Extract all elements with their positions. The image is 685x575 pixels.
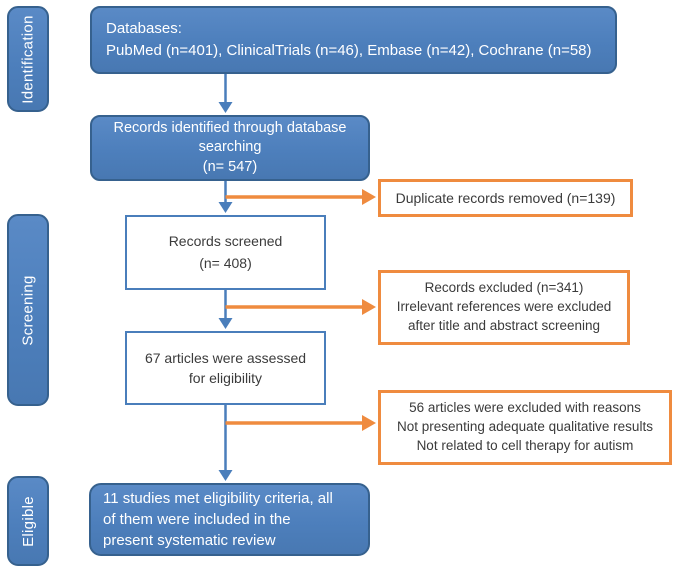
stage-identification: Identification xyxy=(7,6,49,112)
arrow-databases-to-identified xyxy=(218,74,233,113)
arrow-to-excluded-with-reasons xyxy=(225,415,376,431)
records-screened-text: Records screened (n= 408) xyxy=(168,232,283,271)
duplicates-removed-text: Duplicate records removed (n=139) xyxy=(395,189,616,206)
stage-screening-label: Screening xyxy=(19,274,37,346)
assessed-eligibility-box: 67 articles were assessed for eligibilit… xyxy=(125,331,326,405)
stage-screening: Screening xyxy=(7,214,49,406)
records-excluded-box: Records excluded (n=341) Irrelevant refe… xyxy=(378,270,630,345)
met-eligibility-box: 11 studies met eligibility criteria, all… xyxy=(89,483,370,556)
records-excluded-text: Records excluded (n=341) Irrelevant refe… xyxy=(396,280,612,333)
duplicates-removed-box: Duplicate records removed (n=139) xyxy=(378,179,633,217)
stage-eligible-label: Eligible xyxy=(19,495,37,547)
databases-text: Databases: PubMed (n=401), ClinicalTrial… xyxy=(106,20,592,59)
arrow-to-records-excluded xyxy=(225,299,376,315)
excluded-with-reasons-box: 56 articles were excluded with reasons N… xyxy=(378,390,672,465)
stage-identification-label: Identification xyxy=(19,14,37,104)
assessed-eligibility-text: 67 articles were assessed for eligibilit… xyxy=(144,349,307,386)
arrow-assessed-to-included xyxy=(218,405,233,481)
databases-box: Databases: PubMed (n=401), ClinicalTrial… xyxy=(90,6,617,74)
met-eligibility-text: 11 studies met eligibility criteria, all… xyxy=(103,490,333,549)
records-screened-box: Records screened (n= 408) xyxy=(125,215,326,290)
arrow-to-duplicates-removed xyxy=(225,189,376,205)
records-identified-text: Records identified through database sear… xyxy=(113,119,347,175)
arrow-screened-to-assessed xyxy=(218,290,233,329)
excluded-with-reasons-text: 56 articles were excluded with reasons N… xyxy=(397,400,653,453)
records-identified-box: Records identified through database sear… xyxy=(90,115,370,181)
stage-eligible: Eligible xyxy=(7,476,49,566)
arrow-identified-to-screened xyxy=(218,181,233,213)
